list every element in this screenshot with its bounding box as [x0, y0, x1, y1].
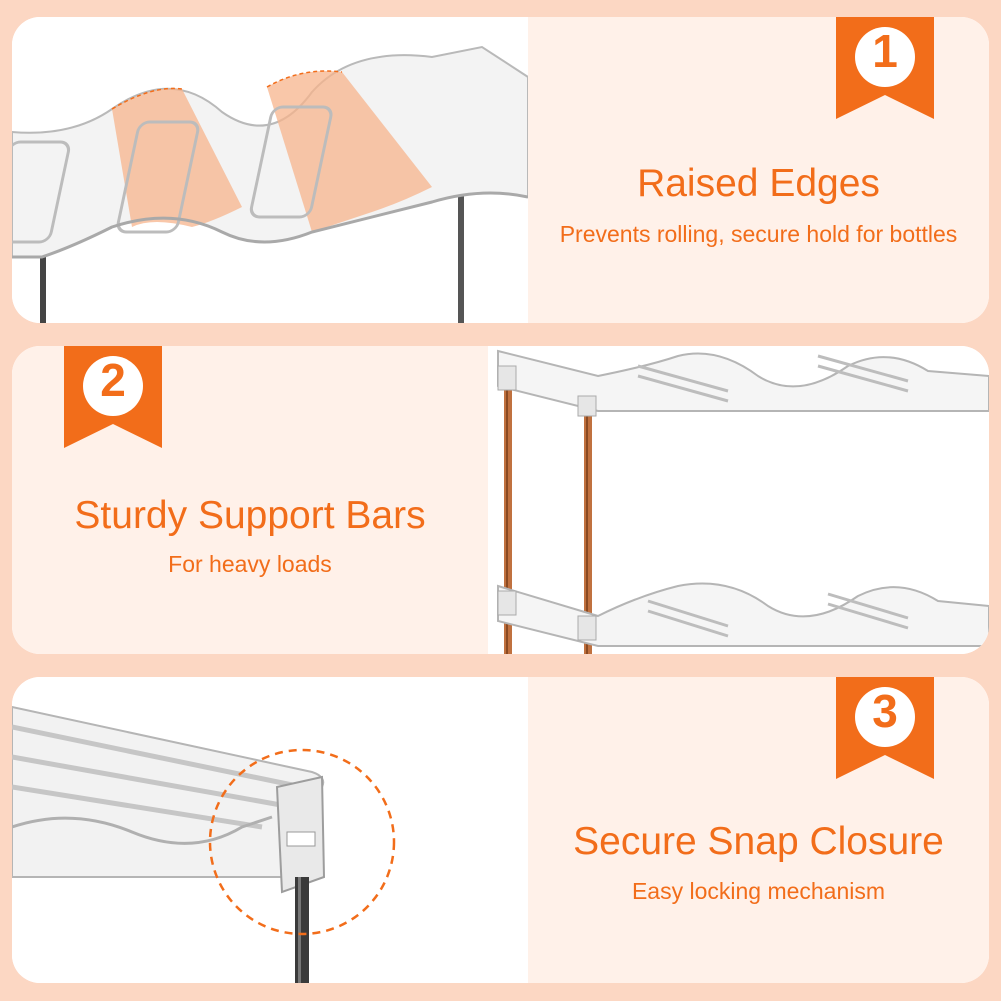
number-badge-2: 2 — [64, 346, 162, 448]
wavy-shelf-image — [12, 45, 528, 323]
feature-subtitle: Prevents rolling, secure hold for bottle… — [559, 221, 958, 247]
badge-number: 1 — [872, 25, 898, 77]
ribbon-icon — [64, 346, 162, 448]
snap-joint-image — [12, 705, 396, 983]
feature-panel-support-bars: 2 Sturdy Support Bars For heavy loads — [12, 346, 989, 654]
feature-title: Sturdy Support Bars — [74, 494, 426, 537]
feature-title: Secure Snap Closure — [573, 820, 944, 863]
feature-subtitle: Easy locking mechanism — [631, 878, 886, 904]
feature-panel-raised-edges: 1 Raised Edges Prevents rolling, secure … — [12, 17, 989, 323]
ribbon-icon — [836, 17, 934, 119]
feature-subtitle: For heavy loads — [168, 551, 332, 577]
feature-panel-snap-closure: 3 Secure Snap Closure Easy locking mecha… — [12, 677, 989, 983]
ribbon-icon — [836, 677, 934, 779]
number-badge-1: 1 — [836, 17, 934, 119]
snap-closure-photo — [12, 677, 528, 983]
badge-number: 3 — [872, 685, 898, 737]
number-badge-3: 3 — [836, 677, 934, 779]
two-tier-rack-image — [497, 349, 989, 654]
raised-edges-photo — [12, 17, 528, 323]
support-bars-photo — [488, 346, 989, 654]
feature-title: Raised Edges — [637, 162, 880, 205]
badge-number: 2 — [100, 354, 126, 406]
